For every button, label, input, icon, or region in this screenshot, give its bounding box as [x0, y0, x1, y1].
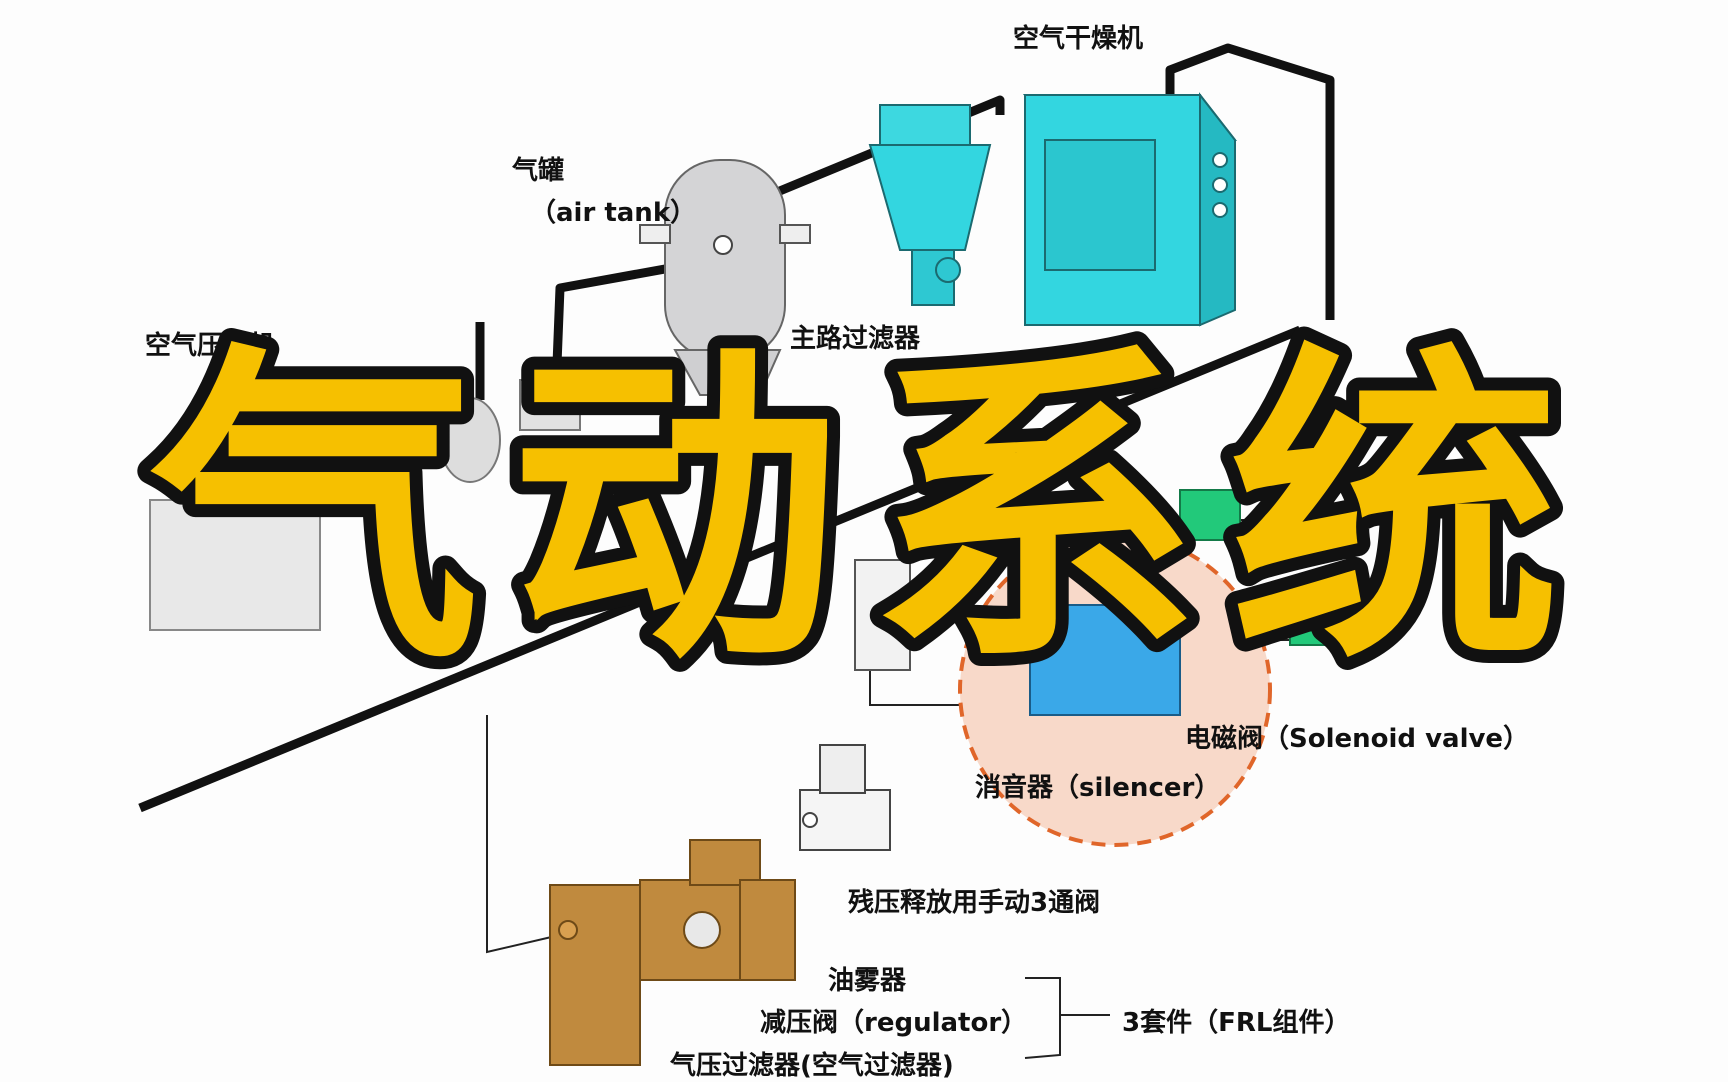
air-dryer: [1022, 92, 1238, 327]
pipe-network: [138, 43, 1335, 813]
label-main-filter: 主路过滤器: [790, 324, 921, 354]
label-tank-en: （air tank）: [530, 198, 697, 228]
label-compressor-en: （compressor）: [210, 368, 434, 398]
title-overlay: 气动系统: [137, 325, 1590, 685]
label-compressor-cn: 空气压缩机: [145, 331, 276, 361]
manual-3way-valve: [799, 744, 891, 851]
label-tank-cn: 气罐: [512, 156, 565, 186]
pipe-filter-up: [768, 95, 1005, 200]
page-title: 气动系统: [150, 325, 1590, 685]
main-line-filter: [868, 104, 992, 306]
label-air-dryer: 空气干燥机: [1013, 24, 1144, 54]
air-tank: [639, 159, 811, 396]
solenoid-valve: [854, 489, 1331, 716]
label-aftercooler: 后冷却器: [525, 461, 630, 491]
label-air-filter: 气压过滤器(空气过滤器): [670, 1051, 954, 1081]
frl-unit: [549, 839, 796, 1066]
label-manual-3way-valve: 残压释放用手动3通阀: [848, 888, 1101, 918]
pipe-dryer-out: [1165, 43, 1335, 320]
label-solenoid-valve: 电磁阀（Solenoid valve）: [1185, 724, 1530, 754]
label-regulator: 减压阀（regulator）: [760, 1008, 1028, 1038]
label-frl-kit: 3套件（FRL组件）: [1122, 1008, 1351, 1038]
label-lubricator: 油雾器: [828, 966, 907, 996]
label-silencer: 消音器（silencer）: [975, 773, 1221, 803]
main-pipe-diagonal: [138, 325, 1302, 813]
compressor: [149, 379, 581, 631]
